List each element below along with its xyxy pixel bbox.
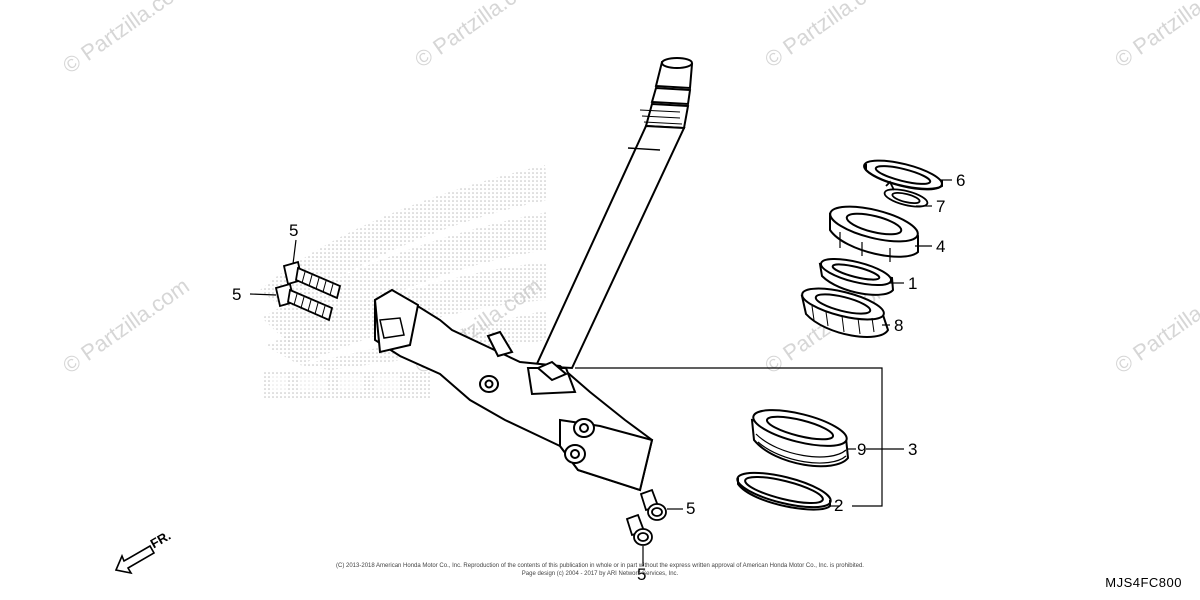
callout-9: 9 [857,440,867,459]
front-direction-arrow [114,544,156,575]
small-bolt-2 [625,513,653,546]
leader-lines-bolts [249,239,297,296]
copyright-line-1: (C) 2013-2018 American Honda Motor Co., … [336,563,864,569]
bottom-bridge [373,288,654,492]
steering-stem [534,57,694,370]
copyright-line-2: Page design (c) 2004 - 2017 by ARI Netwo… [521,571,679,577]
callout-3: 3 [908,440,918,459]
part-6-lock-nut [863,159,943,191]
callout-5-bolt-upper: 5 [289,221,299,240]
diagram-code: MJS4FC800 [1105,575,1182,590]
part-2-dust-seal [736,471,832,511]
small-bolt-1 [639,488,667,521]
part-7-lock-washer [883,180,929,208]
callout-2: 2 [834,496,844,515]
callout-6: 6 [956,171,966,190]
callout-8: 8 [894,316,904,335]
leader-lines-parts [575,179,952,507]
part-4-adjusting-nut [829,205,919,262]
bolt-lower [274,282,334,322]
callout-5-small-bolt-1: 5 [686,499,696,518]
callout-4: 4 [936,237,946,256]
part-8-tapered-bearing [800,287,890,338]
part-1-bearing [818,257,895,296]
callout-7: 7 [936,197,946,216]
callout-5-small-bolt-2: 5 [637,565,647,584]
callout-1: 1 [908,274,918,293]
part-9-seal [750,409,850,468]
callout-5-bolt-lower: 5 [232,285,242,304]
leader-lines-small-bolts [642,508,683,566]
